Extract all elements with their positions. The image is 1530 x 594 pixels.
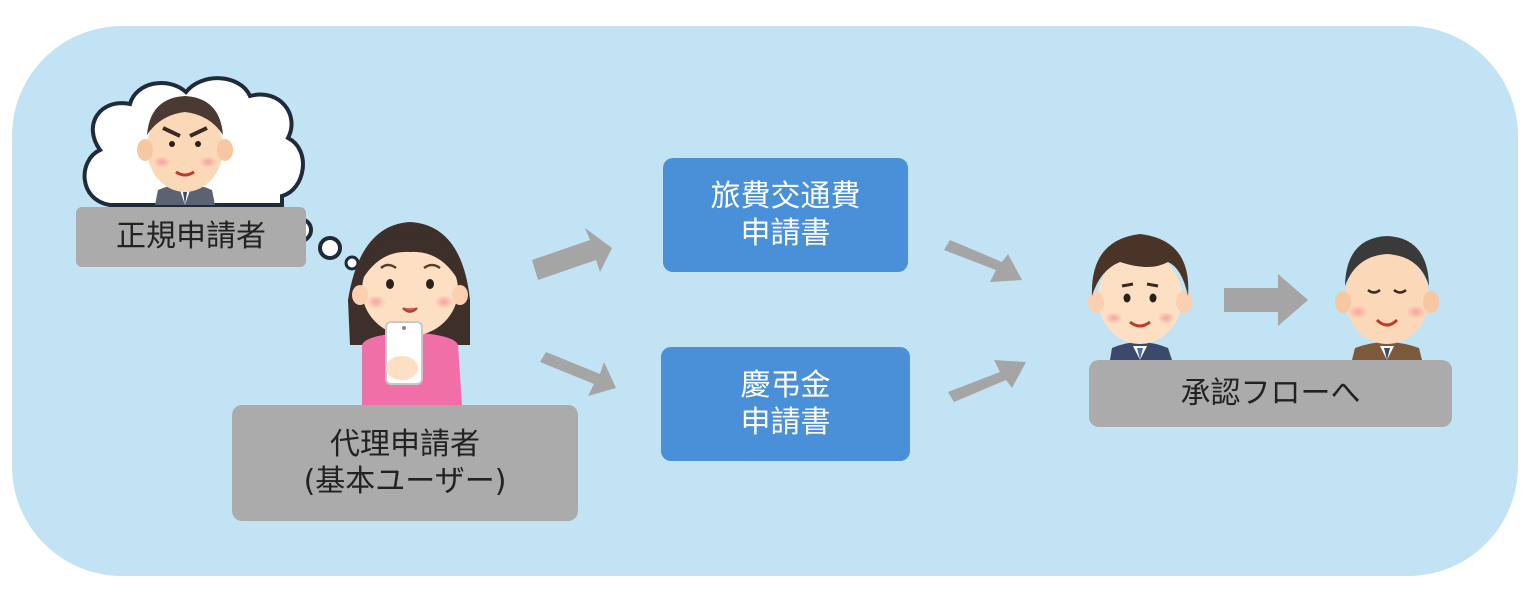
regular-applicant-text: 正規申請者 bbox=[116, 219, 266, 255]
approval-flow-box: 承認フローへ bbox=[1089, 360, 1452, 427]
proxy-applicant-label: 代理申請者 (基本ユーザー) bbox=[232, 405, 578, 521]
arrows bbox=[532, 228, 1308, 402]
travel-expense-form-text: 旅費交通費 申請書 bbox=[710, 178, 861, 252]
condolence-form-text: 慶弔金 申請書 bbox=[740, 367, 831, 441]
arrow-icon bbox=[540, 352, 616, 396]
arrow-icon bbox=[1224, 274, 1308, 326]
proxy-applicant-text: 代理申請者 (基本ユーザー) bbox=[303, 426, 507, 500]
travel-expense-form-box: 旅費交通費 申請書 bbox=[663, 158, 908, 272]
condolence-form-box: 慶弔金 申請書 bbox=[661, 347, 910, 461]
arrow-icon bbox=[532, 228, 612, 280]
older-man-icon bbox=[1335, 236, 1439, 360]
regular-applicant-label: 正規申請者 bbox=[76, 207, 306, 267]
arrow-icon bbox=[944, 240, 1022, 282]
young-man-icon bbox=[1088, 234, 1192, 360]
arrow-icon bbox=[948, 360, 1026, 402]
approval-flow-text: 承認フローへ bbox=[1180, 375, 1361, 411]
woman-with-phone-icon bbox=[348, 222, 470, 405]
manager-icon bbox=[137, 96, 233, 205]
